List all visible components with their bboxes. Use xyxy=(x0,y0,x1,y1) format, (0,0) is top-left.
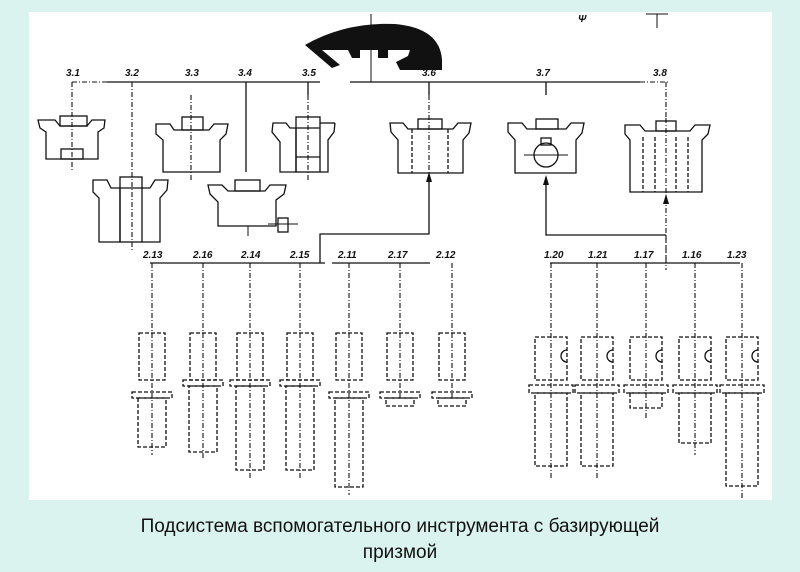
label-3-3: 3.3 xyxy=(185,68,199,79)
prism-3-3 xyxy=(155,116,229,173)
label-3-1: 3.1 xyxy=(66,68,80,79)
label-2-17: 2.17 xyxy=(387,250,408,261)
connector-left xyxy=(319,174,430,248)
label-2-13: 2.13 xyxy=(142,250,163,261)
label-3-8: 3.8 xyxy=(653,68,667,79)
connector-right xyxy=(545,177,666,236)
label-2-12: 2.12 xyxy=(435,250,456,261)
label-1-21: 1.21 xyxy=(588,250,608,261)
tool-2-11 xyxy=(328,263,370,495)
label-3-4: 3.4 xyxy=(238,68,252,79)
caption-line-2: призмой xyxy=(362,542,438,563)
diagram-panel xyxy=(29,12,772,500)
prism-3-4 xyxy=(207,179,298,236)
label-1-17: 1.17 xyxy=(634,250,654,261)
label-2-16: 2.16 xyxy=(192,250,213,261)
tool-1-23 xyxy=(719,263,765,498)
right-tool-labels: 1.20 1.21 1.17 1.16 1.23 xyxy=(544,250,747,261)
tool-2-12 xyxy=(431,263,473,407)
spindle-profile: Ψ xyxy=(305,13,668,82)
label-3-5: 3.5 xyxy=(302,68,316,79)
tool-1-21 xyxy=(574,263,620,478)
label-1-16: 1.16 xyxy=(682,250,702,261)
tool-2-17 xyxy=(379,263,421,407)
label-2-15: 2.15 xyxy=(289,250,310,261)
prism-3-5 xyxy=(271,95,336,182)
prism-3-2 xyxy=(92,176,169,243)
prism-3-7 xyxy=(507,118,585,174)
caption-line-1: Подсистема вспомогательного инструмента … xyxy=(140,516,660,537)
tool-2-14 xyxy=(229,263,271,478)
slide-caption: Подсистема вспомогательного инструмента … xyxy=(0,514,800,566)
label-3-6: 3.6 xyxy=(422,68,436,79)
tool-1-20 xyxy=(528,263,574,478)
tool-2-15 xyxy=(279,263,321,478)
label-2-14: 2.14 xyxy=(240,250,261,261)
label-3-7: 3.7 xyxy=(536,68,550,79)
left-tool-labels: 2.13 2.16 2.14 2.15 2.11 2.17 2.12 xyxy=(142,250,456,261)
prism-3-8 xyxy=(624,118,711,270)
prism-3-6 xyxy=(389,95,472,185)
label-1-23: 1.23 xyxy=(727,250,747,261)
label-2-11: 2.11 xyxy=(337,250,357,261)
prism-3-1 xyxy=(37,115,106,160)
tool-2-13 xyxy=(131,263,173,455)
top-labels: 3.1 3.2 3.3 3.4 3.5 3.6 3.7 3.8 xyxy=(66,68,667,79)
tool-1-16 xyxy=(672,263,718,455)
tool-2-16 xyxy=(182,263,224,460)
label-1-20: 1.20 xyxy=(544,250,564,261)
tool-1-17 xyxy=(623,263,669,420)
svg-text:Ψ: Ψ xyxy=(578,14,587,25)
label-3-2: 3.2 xyxy=(125,68,139,79)
